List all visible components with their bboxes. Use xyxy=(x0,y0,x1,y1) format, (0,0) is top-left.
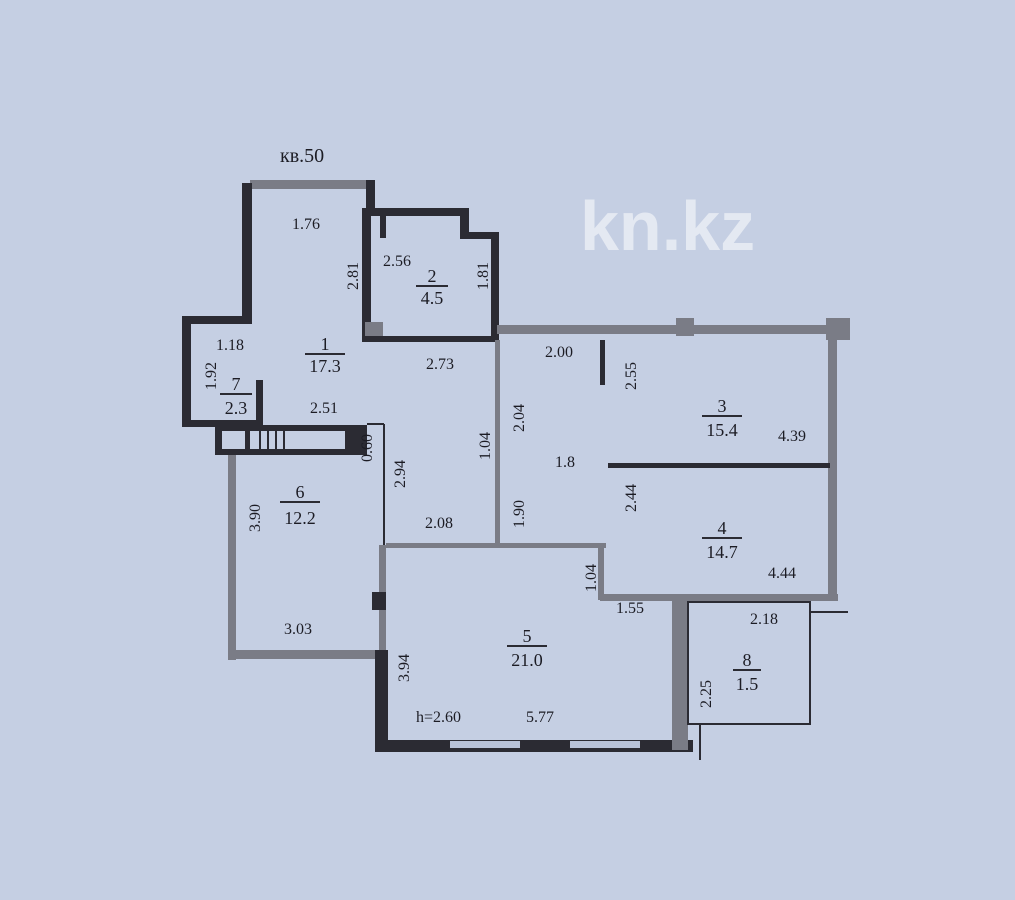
svg-text:6: 6 xyxy=(296,482,305,502)
svg-text:1.04: 1.04 xyxy=(583,564,600,592)
svg-text:2.08: 2.08 xyxy=(425,515,453,532)
svg-text:1.55: 1.55 xyxy=(616,600,644,617)
dimension-labels: 1.76 2.56 1.81 2.81 2.73 1.18 1.92 2.51 … xyxy=(203,216,806,726)
svg-text:2.00: 2.00 xyxy=(545,344,573,361)
svg-text:2.81: 2.81 xyxy=(345,262,362,290)
svg-text:2.18: 2.18 xyxy=(750,611,778,628)
apartment-title: кв.50 xyxy=(280,145,324,167)
svg-text:4.39: 4.39 xyxy=(778,428,806,445)
svg-text:14.7: 14.7 xyxy=(706,542,738,562)
svg-text:2.73: 2.73 xyxy=(426,356,454,373)
room-4: 414.7 xyxy=(702,518,742,562)
svg-text:5: 5 xyxy=(523,626,532,646)
svg-text:0.60: 0.60 xyxy=(359,434,376,462)
svg-text:1: 1 xyxy=(321,334,330,354)
svg-text:3.90: 3.90 xyxy=(247,504,264,532)
svg-text:4: 4 xyxy=(718,518,727,538)
svg-text:15.4: 15.4 xyxy=(706,420,738,440)
room-3: 315.4 xyxy=(702,396,742,440)
room-5: 521.0 xyxy=(507,626,547,670)
svg-text:1.8: 1.8 xyxy=(555,454,575,471)
svg-text:1.5: 1.5 xyxy=(736,674,759,694)
svg-text:1.81: 1.81 xyxy=(475,262,492,290)
svg-text:1.92: 1.92 xyxy=(203,362,220,390)
svg-text:3.94: 3.94 xyxy=(396,654,413,682)
svg-text:21.0: 21.0 xyxy=(511,650,543,670)
svg-text:2.04: 2.04 xyxy=(511,404,528,432)
svg-text:8: 8 xyxy=(743,650,752,670)
svg-text:2: 2 xyxy=(428,266,437,286)
svg-text:4.44: 4.44 xyxy=(768,565,796,582)
svg-text:2.51: 2.51 xyxy=(310,400,338,417)
room-1: 117.3 xyxy=(305,334,345,376)
room-6: 612.2 xyxy=(280,482,320,528)
svg-text:1.04: 1.04 xyxy=(477,432,494,460)
svg-text:2.44: 2.44 xyxy=(623,484,640,512)
svg-text:7: 7 xyxy=(232,374,241,394)
svg-text:2.56: 2.56 xyxy=(383,253,411,270)
svg-text:4.5: 4.5 xyxy=(421,288,444,308)
svg-text:2.55: 2.55 xyxy=(623,362,640,390)
ceiling-height: h=2.60 xyxy=(416,709,461,726)
room-labels: 117.3 24.5 315.4 414.7 521.0 612.2 72.3 … xyxy=(220,266,761,694)
svg-text:1.90: 1.90 xyxy=(511,500,528,528)
watermark-logo: kn.kz xyxy=(580,187,755,265)
svg-text:17.3: 17.3 xyxy=(309,356,341,376)
svg-text:3.03: 3.03 xyxy=(284,621,312,638)
svg-text:1.76: 1.76 xyxy=(292,216,320,233)
walls xyxy=(182,180,850,760)
svg-text:2.25: 2.25 xyxy=(698,680,715,708)
svg-text:2.94: 2.94 xyxy=(392,460,409,488)
svg-text:3: 3 xyxy=(718,396,727,416)
room-7: 72.3 xyxy=(220,374,252,418)
svg-text:12.2: 12.2 xyxy=(284,508,316,528)
room-2: 24.5 xyxy=(416,266,448,308)
svg-text:2.3: 2.3 xyxy=(225,398,248,418)
svg-text:5.77: 5.77 xyxy=(526,709,554,726)
room-8: 81.5 xyxy=(733,650,761,694)
svg-text:1.18: 1.18 xyxy=(216,337,244,354)
